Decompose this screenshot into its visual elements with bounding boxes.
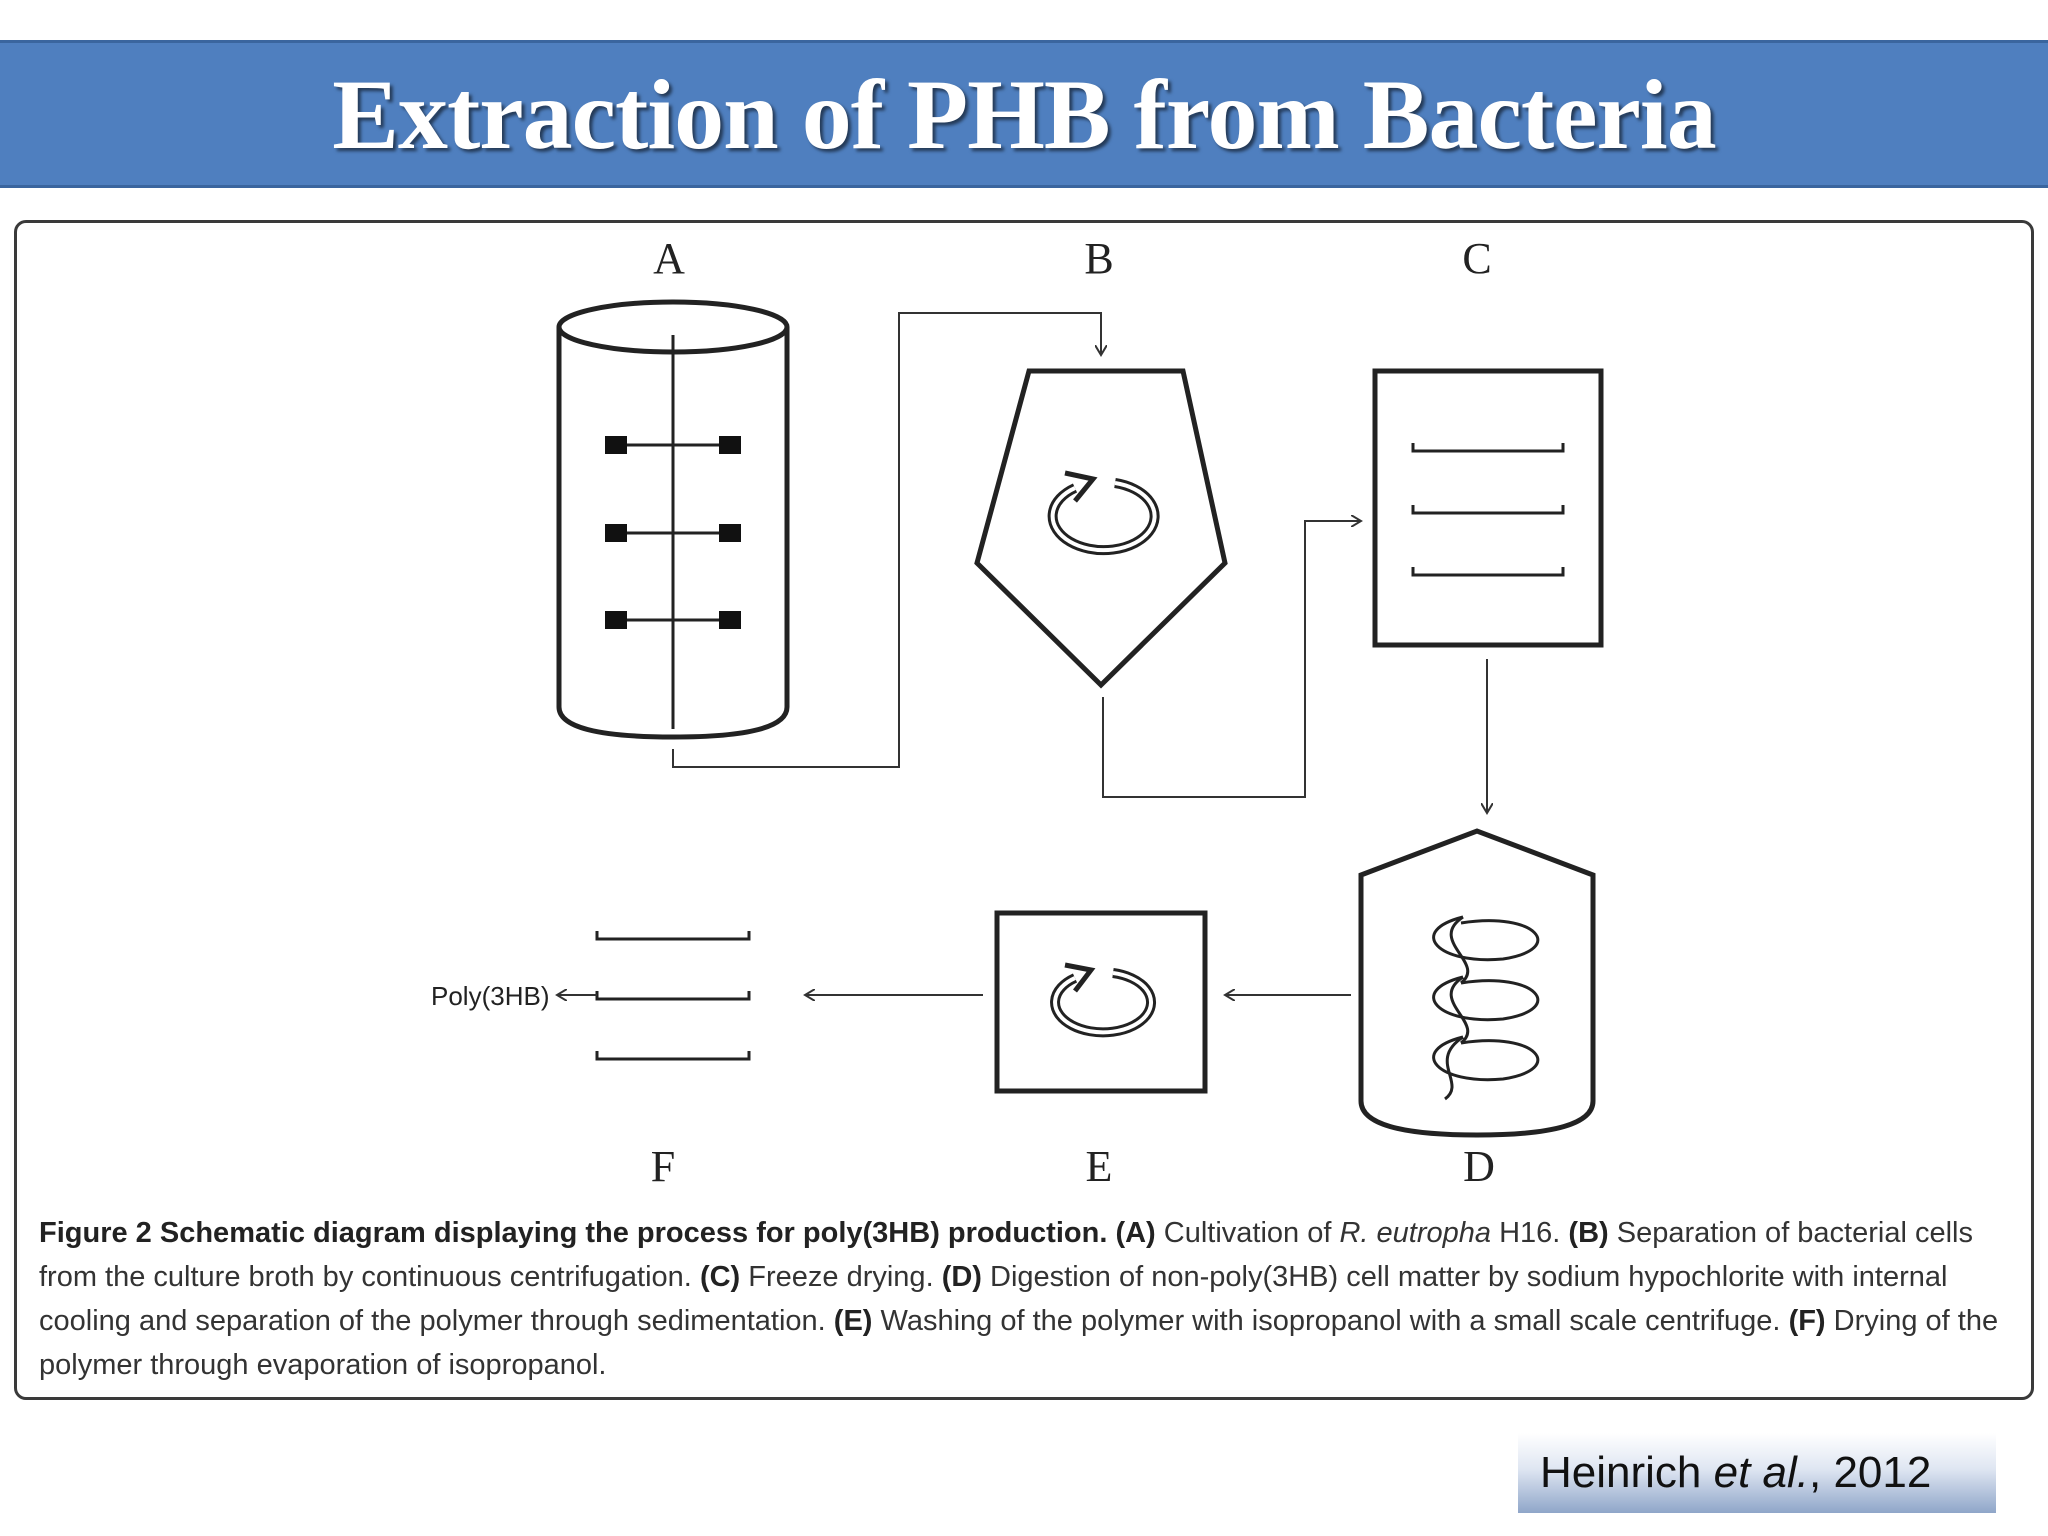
product-label: Poly(3HB) [431, 981, 549, 1011]
caption-key-c: (C) [699, 1261, 741, 1293]
digestion-vessel [1358, 828, 1596, 1138]
caption-text-e: Washing of the polymer with isopropanol … [880, 1305, 1781, 1337]
caption-key-f: (F) [1788, 1305, 1826, 1337]
rotation-icon [1050, 962, 1156, 1038]
agitator-shaft [605, 335, 741, 729]
caption-heading: Schematic diagram displaying the process… [159, 1217, 1108, 1249]
freeze-dryer [1372, 368, 1604, 648]
cooling-coil [1432, 915, 1540, 1082]
drying-trays [595, 931, 751, 1061]
citation-box: Heinrich et al., 2012 [1518, 1433, 1996, 1513]
caption-text-b: Separation of bacterial cells from the c… [39, 1217, 1973, 1293]
caption-text-a1: Cultivation of [1163, 1217, 1340, 1249]
caption-text-c: Freeze drying. [748, 1261, 934, 1293]
figure-frame: A B C D E F [14, 220, 2034, 1400]
centrifuge-pentagon [974, 368, 1228, 689]
citation-etal: et al. [1713, 1448, 1810, 1497]
label-f: F [651, 1142, 675, 1191]
slide-title: Extraction of PHB from Bacteria [332, 58, 1716, 170]
flow-connectors [557, 312, 1487, 995]
figure-caption: Figure 2 Schematic diagram displaying th… [39, 1211, 2014, 1387]
caption-species: R. eutropha [1339, 1217, 1492, 1249]
label-e: E [1086, 1142, 1113, 1191]
citation-year: , 2012 [1809, 1448, 1932, 1497]
process-diagram: A B C D E F [431, 234, 1604, 1191]
rotation-icon [1047, 470, 1160, 556]
small-centrifuge [994, 910, 1208, 1094]
caption-key-a: (A) [1115, 1217, 1156, 1249]
label-b: B [1084, 234, 1113, 283]
label-d: D [1463, 1142, 1495, 1191]
caption-key-b: (B) [1568, 1217, 1609, 1249]
caption-text-f: Drying of the polymer through evaporatio… [39, 1305, 1999, 1381]
title-bar: Extraction of PHB from Bacteria [0, 40, 2048, 188]
caption-key-e: (E) [833, 1305, 873, 1337]
citation-author: Heinrich [1540, 1448, 1714, 1497]
caption-key-d: (D) [941, 1261, 982, 1293]
caption-figure-number: Figure 2 [39, 1217, 152, 1249]
caption-text-a2: H16. [1491, 1217, 1561, 1249]
label-a: A [653, 234, 685, 283]
caption-text-d: Digestion of non-poly(3HB) cell matter b… [39, 1261, 1948, 1337]
label-c: C [1462, 234, 1491, 283]
